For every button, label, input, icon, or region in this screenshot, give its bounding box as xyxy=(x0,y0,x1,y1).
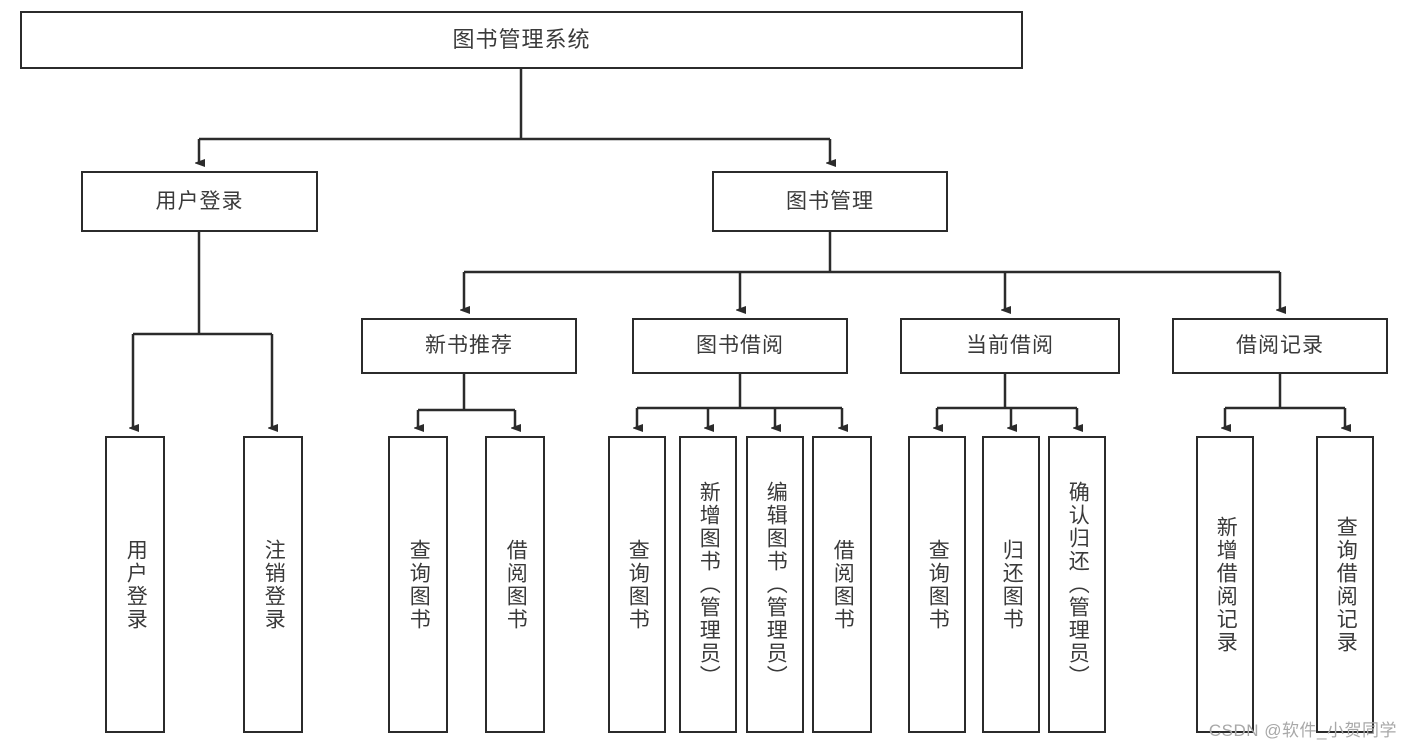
node-level2-2[interactable]: 图书管理 xyxy=(712,171,948,232)
node-level3-3[interactable]: 当前借阅 xyxy=(900,318,1120,374)
node-leaf-11[interactable]: 确认归还（管理员） xyxy=(1048,436,1106,733)
node-level2-2-label: 图书管理 xyxy=(786,189,874,213)
watermark: CSDN @软件_小贺同学 xyxy=(1208,721,1397,740)
node-level3-2-label: 图书借阅 xyxy=(696,334,784,358)
node-leaf-8-label: 借阅图书 xyxy=(831,538,855,631)
node-leaf-1-label: 用户登录 xyxy=(124,538,148,631)
node-leaf-10[interactable]: 归还图书 xyxy=(982,436,1040,733)
node-level2-1[interactable]: 用户登录 xyxy=(81,171,318,232)
node-leaf-5-label: 查询图书 xyxy=(626,538,650,631)
node-leaf-2[interactable]: 注销登录 xyxy=(243,436,303,733)
node-leaf-13[interactable]: 查询借阅记录 xyxy=(1316,436,1374,733)
node-level3-1-label: 新书推荐 xyxy=(425,334,513,358)
node-leaf-2-label: 注销登录 xyxy=(262,538,286,631)
node-level3-4-label: 借阅记录 xyxy=(1236,334,1324,358)
node-leaf-9[interactable]: 查询图书 xyxy=(908,436,966,733)
node-root[interactable]: 图书管理系统 xyxy=(20,11,1023,69)
node-leaf-3[interactable]: 查询图书 xyxy=(388,436,448,733)
node-leaf-5[interactable]: 查询图书 xyxy=(608,436,666,733)
node-level3-1[interactable]: 新书推荐 xyxy=(361,318,577,374)
node-leaf-10-label: 归还图书 xyxy=(1000,538,1024,631)
node-leaf-4[interactable]: 借阅图书 xyxy=(485,436,545,733)
node-leaf-1[interactable]: 用户登录 xyxy=(105,436,165,733)
node-leaf-7-label: 编辑图书（管理员） xyxy=(764,481,788,688)
node-leaf-6-label: 新增图书（管理员） xyxy=(697,481,721,688)
node-leaf-8[interactable]: 借阅图书 xyxy=(812,436,872,733)
node-leaf-9-label: 查询图书 xyxy=(926,538,950,631)
node-leaf-13-label: 查询借阅记录 xyxy=(1334,515,1358,654)
node-leaf-3-label: 查询图书 xyxy=(407,538,431,631)
node-level3-3-label: 当前借阅 xyxy=(966,334,1054,358)
node-leaf-4-label: 借阅图书 xyxy=(504,538,528,631)
node-leaf-12-label: 新增借阅记录 xyxy=(1214,515,1238,654)
node-level2-1-label: 用户登录 xyxy=(155,189,244,213)
node-leaf-7[interactable]: 编辑图书（管理员） xyxy=(746,436,804,733)
node-leaf-11-label: 确认归还（管理员） xyxy=(1066,481,1090,688)
node-level3-4[interactable]: 借阅记录 xyxy=(1172,318,1388,374)
node-level3-2[interactable]: 图书借阅 xyxy=(632,318,848,374)
node-root-label: 图书管理系统 xyxy=(452,26,591,52)
node-leaf-12[interactable]: 新增借阅记录 xyxy=(1196,436,1254,733)
node-leaf-6[interactable]: 新增图书（管理员） xyxy=(679,436,737,733)
